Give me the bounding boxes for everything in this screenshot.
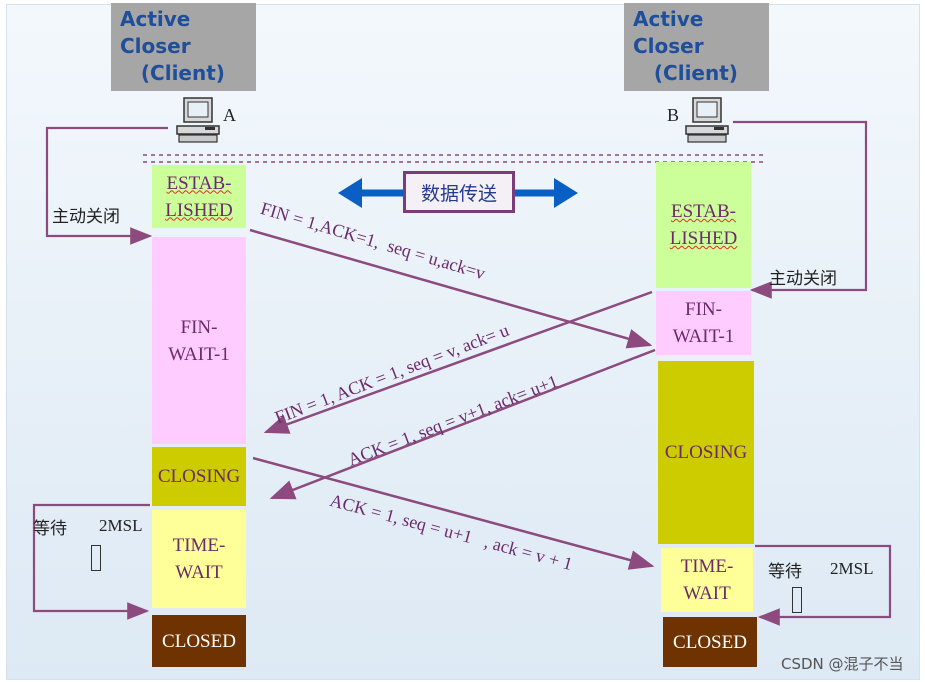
right-state-established: ESTAB- LISHED	[656, 162, 751, 288]
left-wait-arrow	[32, 503, 150, 620]
left-active-close-arrow	[45, 126, 168, 245]
right-state-time-wait: TIME- WAIT	[661, 548, 753, 612]
right-wait-arrow	[755, 544, 892, 626]
message-arrow-1	[249, 228, 653, 349]
message-arrow-4	[252, 456, 655, 570]
data-transfer-label: 数据传送	[403, 171, 515, 213]
left-host-label: Active Closer (Client)	[111, 3, 256, 91]
message-arrow-2	[263, 290, 653, 434]
right-state-fin-wait-1: FIN- WAIT-1	[656, 291, 751, 355]
left-wait-time: 2MSL	[99, 516, 143, 535]
right-active-close-arrow	[733, 120, 868, 299]
right-hourglass-icon	[792, 587, 802, 613]
right-host-letter: B	[667, 105, 680, 125]
right-wait-label: 等待	[768, 562, 802, 582]
left-state-time-wait: TIME- WAIT	[152, 510, 246, 608]
left-state-closing: CLOSING	[152, 447, 246, 506]
watermark-text: CSDN @混子不当	[781, 655, 904, 673]
right-wait-time: 2MSL	[830, 559, 874, 578]
left-active-close-label: 主动关闭	[52, 207, 120, 227]
left-state-closed: CLOSED	[152, 615, 246, 667]
message-arrow-3	[269, 348, 656, 500]
right-state-closing: CLOSING	[658, 361, 754, 544]
left-hourglass-icon	[91, 545, 101, 571]
computer-icon-left	[176, 97, 220, 143]
left-state-fin-wait-1: FIN- WAIT-1	[152, 237, 246, 444]
right-active-close-label: 主动关闭	[769, 269, 837, 289]
computer-icon-right	[685, 97, 729, 143]
right-state-closed: CLOSED	[663, 617, 757, 667]
left-host-letter: A	[223, 105, 236, 125]
right-host-label: Active Closer (Client)	[624, 3, 769, 91]
left-state-established: ESTAB- LISHED	[152, 165, 246, 228]
left-wait-label: 等待	[33, 519, 67, 539]
